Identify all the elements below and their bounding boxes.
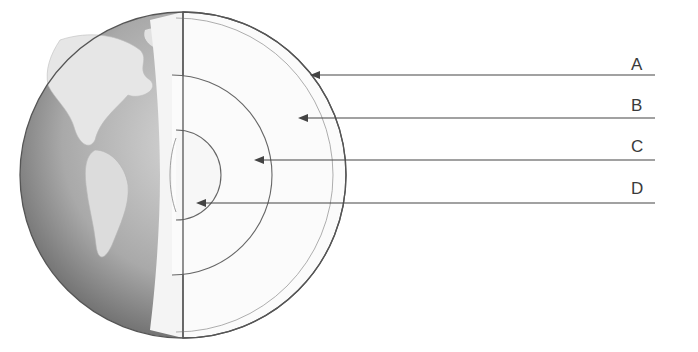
callout-letter: C [630,138,644,155]
callout-letter: B [630,97,643,114]
callout-letter: D [630,180,644,197]
cut-line [182,12,183,338]
globe-surface [20,12,183,338]
leader-lines [196,71,655,207]
globe-outline [20,12,346,338]
callout-letter: A [630,56,643,73]
mantle-boundary [172,75,272,275]
inner-core-edge [170,138,176,212]
